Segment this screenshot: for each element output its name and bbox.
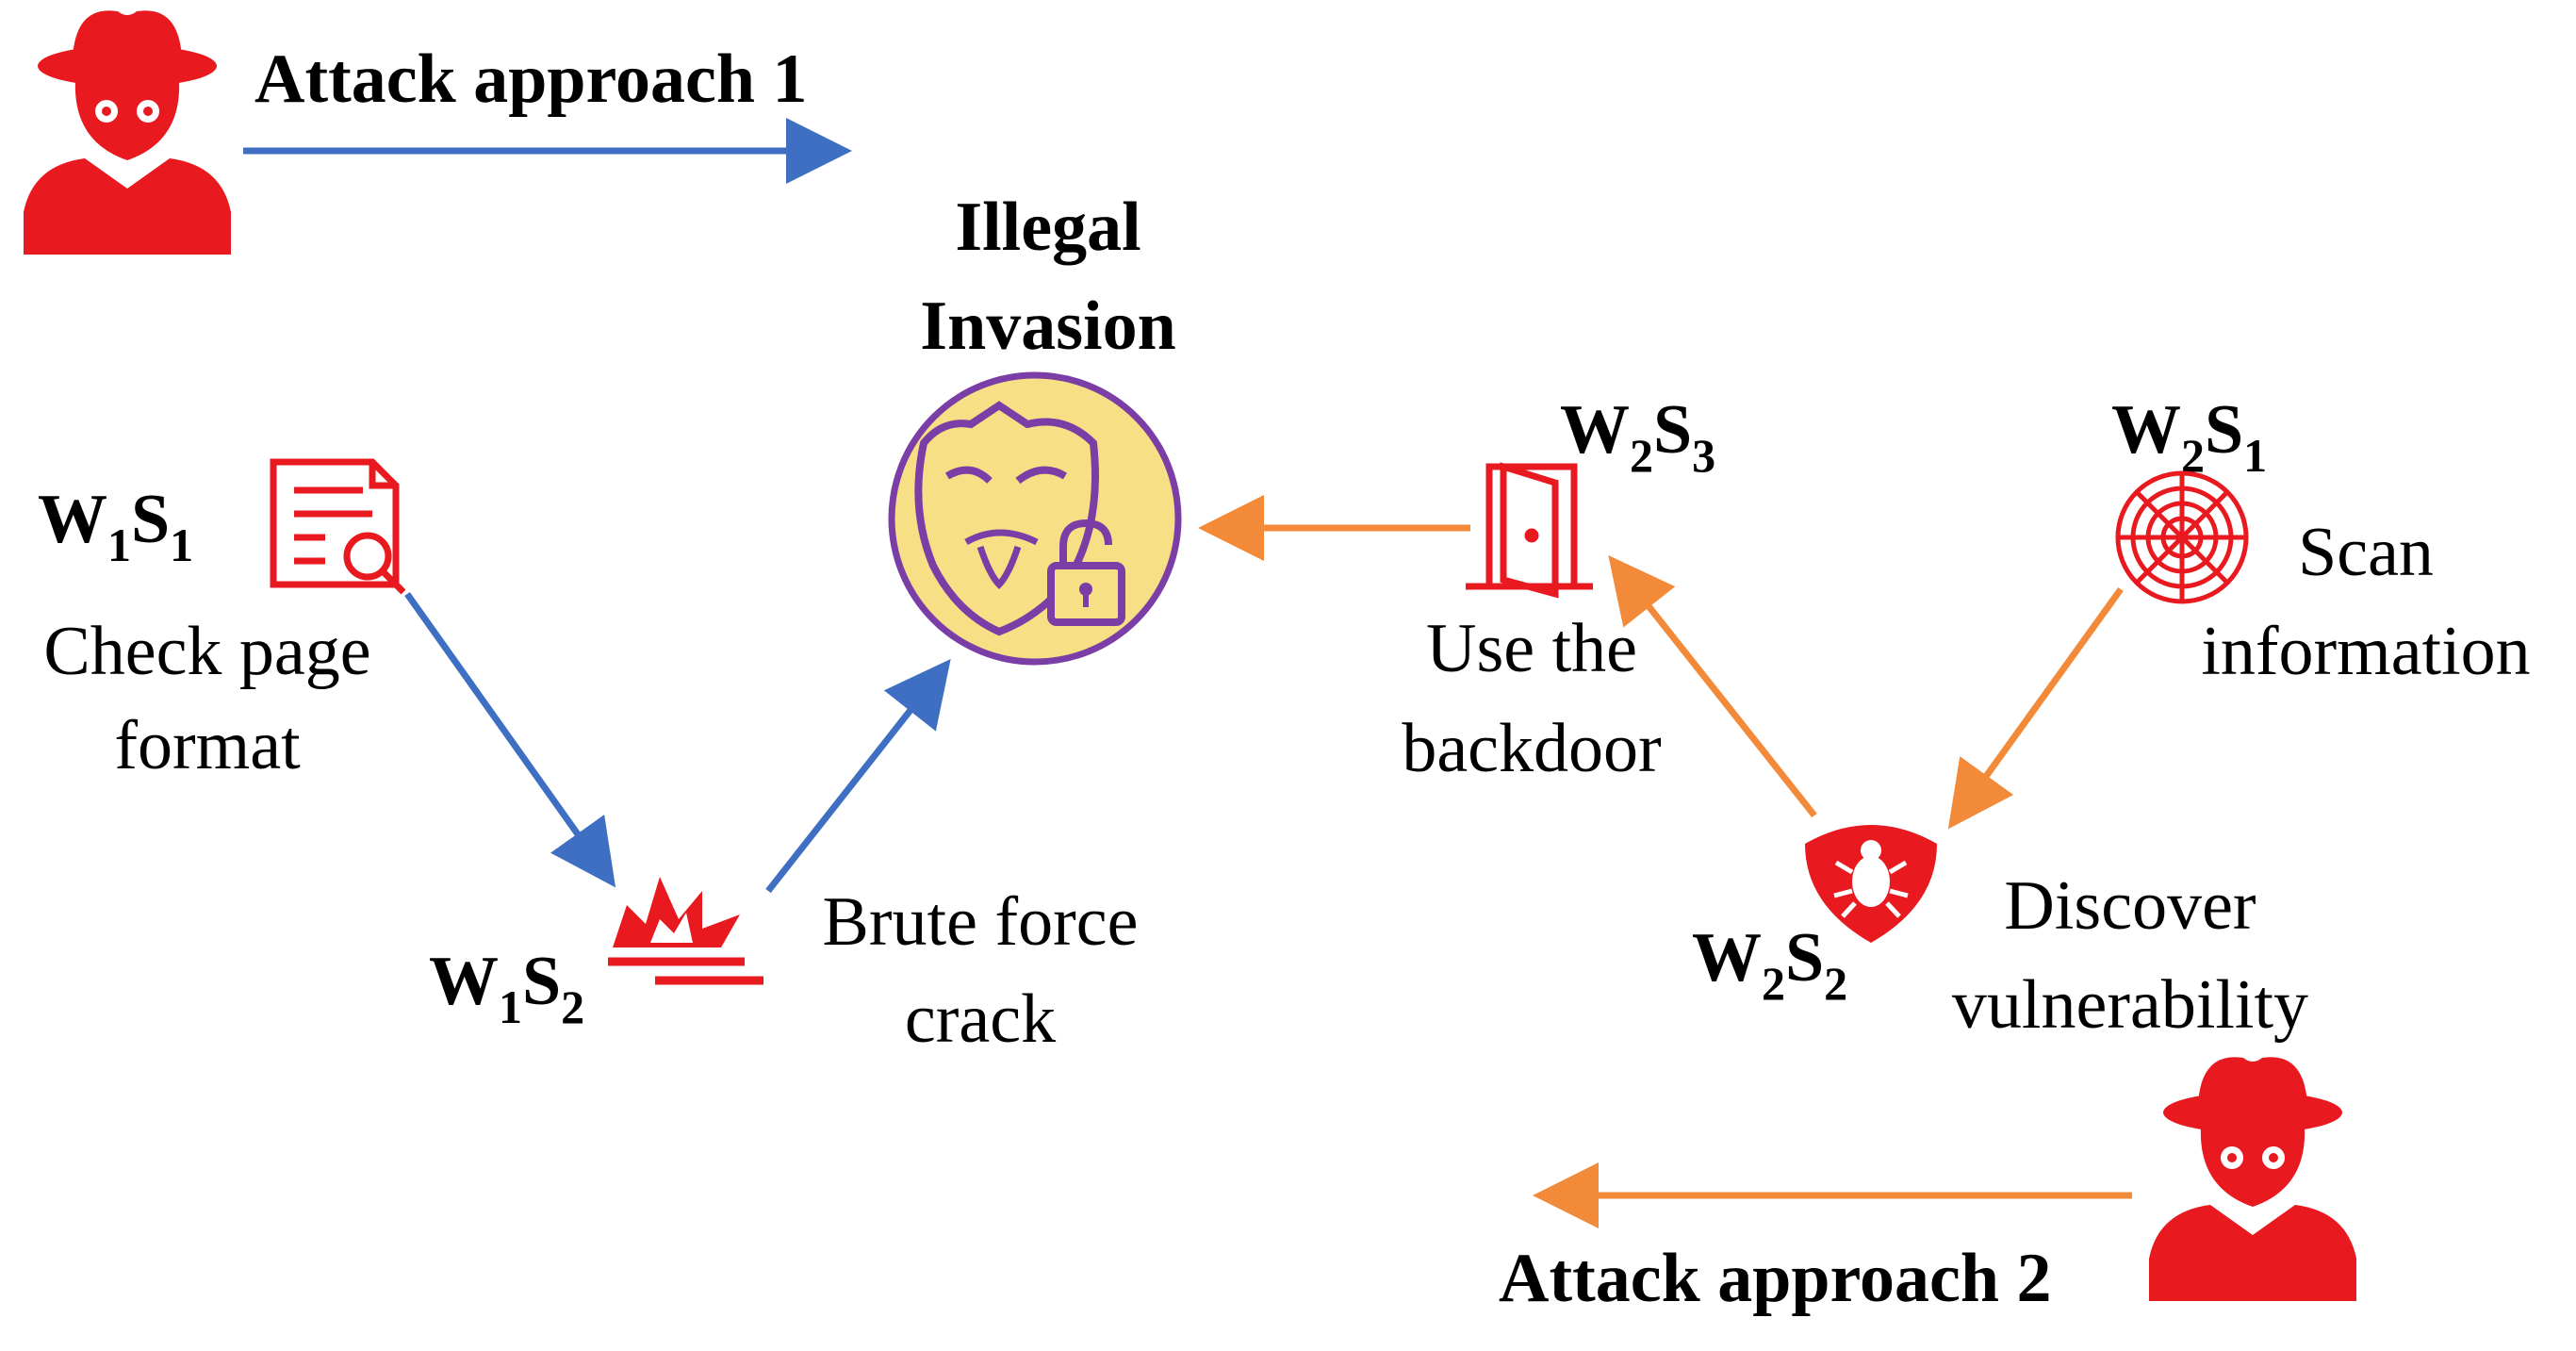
w2s3-label: W2S3 [1560, 391, 1715, 482]
w2s2-desc-line-1: Discover [2004, 867, 2256, 945]
svg-text:W2S2: W2S2 [1692, 919, 1847, 1010]
svg-text:W1S1: W1S1 [38, 481, 193, 571]
w1s2-desc-line-1: Brute force [823, 883, 1139, 961]
w2s1-desc-line-2: information [2201, 613, 2530, 690]
w1s1-desc-line-2: format [114, 707, 301, 784]
arrow-w1s1-to-w1s2 [404, 591, 616, 888]
w2s1-desc-line-1: Scan [2298, 514, 2434, 591]
w2s3-desc-line-2: backdoor [1402, 710, 1661, 787]
document-search-icon [270, 458, 406, 595]
w2s1-label: W2S1 [2111, 391, 2267, 482]
arrow-w2s1-to-w2s2 [1947, 586, 2124, 830]
attacker-2-icon [2149, 1057, 2356, 1301]
open-door-icon [1466, 462, 1593, 599]
legend-approach-2-label: Attack approach 2 [1499, 1240, 2052, 1317]
arrow-w2s2-to-w2s3 [1608, 555, 1817, 818]
w2s2-desc-line-2: vulnerability [1952, 966, 2308, 1044]
w1s1-desc-line-1: Check page [43, 613, 370, 690]
w2s2-label: W2S2 [1692, 919, 1847, 1010]
radar-scan-icon [2115, 470, 2249, 604]
target-title-line-1: Illegal [955, 189, 1140, 266]
w1s2-desc-line-2: crack [905, 980, 1056, 1058]
w2s3-desc-line-1: Use the [1426, 610, 1637, 687]
w1s2-label: W1S2 [429, 943, 584, 1033]
explosion-icon [608, 877, 763, 985]
svg-text:W1S2: W1S2 [429, 943, 584, 1033]
svg-text:W2S1: W2S1 [2111, 391, 2267, 482]
arrow-w1s2-to-target [765, 658, 951, 894]
attacker-1-icon [24, 10, 231, 255]
bug-shield-icon [1805, 825, 1937, 943]
target-title-line-2: Invasion [920, 288, 1175, 365]
anonymous-mask-unlocked-icon [888, 371, 1182, 666]
legend-approach-1-label: Attack approach 1 [254, 41, 808, 118]
w1s1-label: W1S1 [38, 481, 193, 571]
svg-text:W2S3: W2S3 [1560, 391, 1715, 482]
